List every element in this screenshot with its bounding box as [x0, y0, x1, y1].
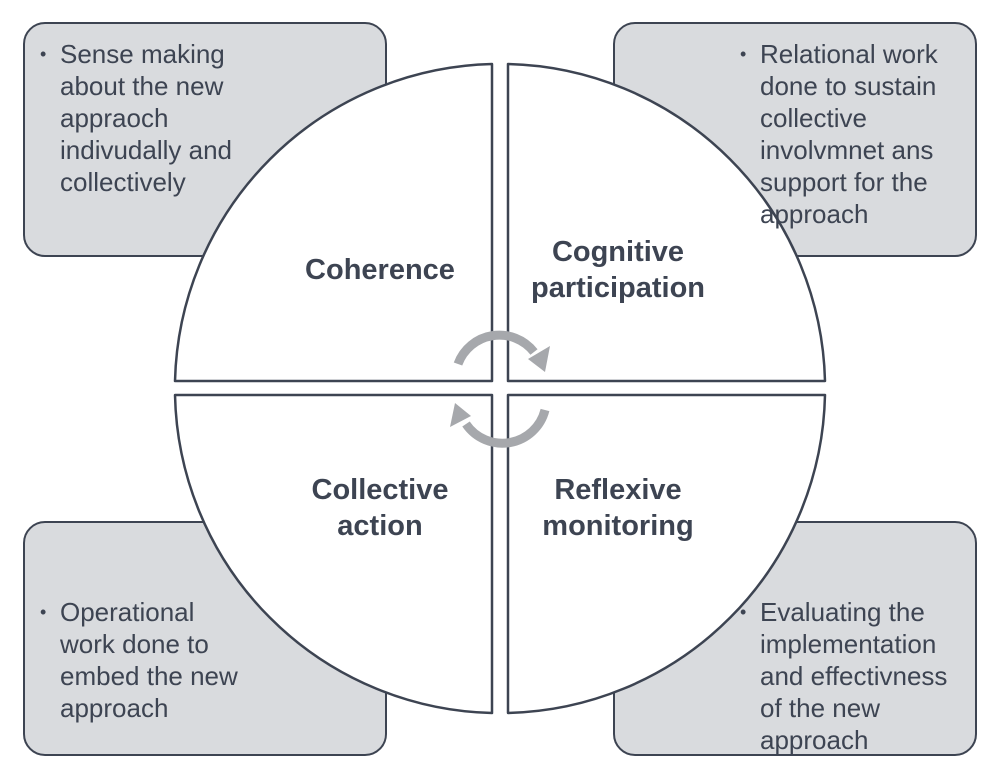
bullet-icon: •: [40, 602, 47, 622]
collective-action-title: Collective action: [311, 474, 449, 542]
reflexive-monitoring-description-text: Evaluating the implementation and effect…: [760, 597, 948, 755]
coherence-description: • Sense making about the new appraoch ind…: [40, 38, 233, 198]
quadrant-coherence: [173, 62, 494, 383]
bullet-icon: •: [740, 44, 747, 64]
reflexive-monitoring-title: Reflexive monitoring: [542, 474, 694, 542]
reflexive-monitoring-description: • Evaluating the implementation and effec…: [740, 596, 948, 756]
collective-action-description: • Operational work done to embed the new …: [40, 596, 238, 724]
cognitive-participation-description-text: Relational work done to sustain collecti…: [760, 39, 938, 229]
collective-action-description-text: Operational work done to embed the new a…: [60, 597, 238, 723]
cycle-arrow-top-icon: [453, 330, 538, 366]
coherence-description-text: Sense making about the new appraoch indi…: [60, 39, 233, 197]
cycle-arrow-top-head-icon: [528, 346, 550, 372]
quadrant-reflexive-monitoring: [506, 393, 827, 715]
quadrant-collective-action: [173, 393, 494, 715]
cognitive-participation-description: • Relational work done to sustain collect…: [740, 38, 938, 230]
bullet-icon: •: [40, 44, 47, 64]
coherence-title: Coherence: [305, 254, 455, 286]
quadrant-cognitive-participation: [506, 62, 827, 383]
bullet-icon: •: [740, 602, 747, 622]
cycle-arrow-bottom-head-icon: [450, 403, 471, 427]
cognitive-participation-title: Cognitive participation: [530, 236, 705, 304]
cycle-arrow-bottom-icon: [462, 408, 550, 448]
